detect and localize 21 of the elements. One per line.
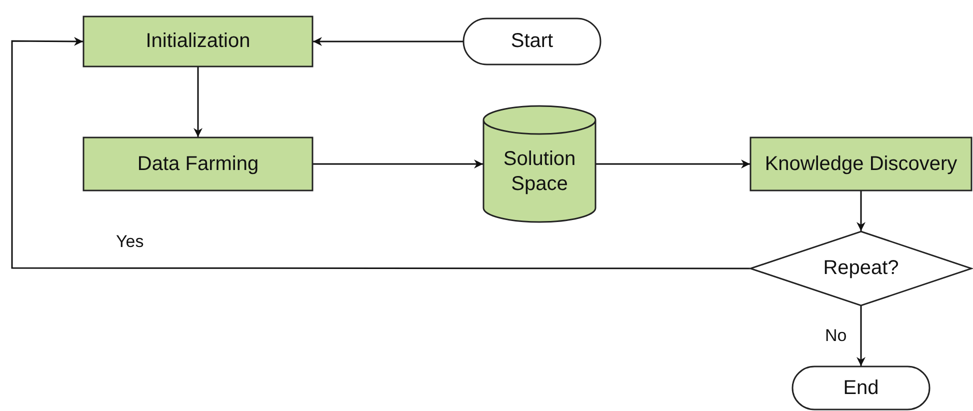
arrow	[856, 191, 866, 231]
node-label: Start	[510, 29, 554, 54]
process-box	[83, 16, 313, 67]
arrow	[313, 160, 483, 168]
process-box	[750, 137, 972, 191]
node-label: Solution Space	[502, 147, 577, 197]
terminal-shape	[792, 366, 930, 410]
node-label: Knowledge Discovery	[764, 152, 958, 176]
node-label: Repeat?	[823, 256, 899, 281]
arrow	[11, 36, 750, 270]
node-label: Data Farming	[137, 152, 259, 176]
arrow	[313, 37, 463, 46]
terminal-shape	[463, 18, 601, 65]
node-label: End	[843, 376, 879, 400]
arrow	[596, 160, 750, 168]
arrow	[194, 67, 202, 137]
process-box	[83, 137, 313, 191]
node-label: Initialization	[146, 29, 250, 54]
decision-diamond	[750, 231, 972, 306]
arrow	[856, 306, 866, 366]
database-cylinder	[483, 106, 596, 222]
